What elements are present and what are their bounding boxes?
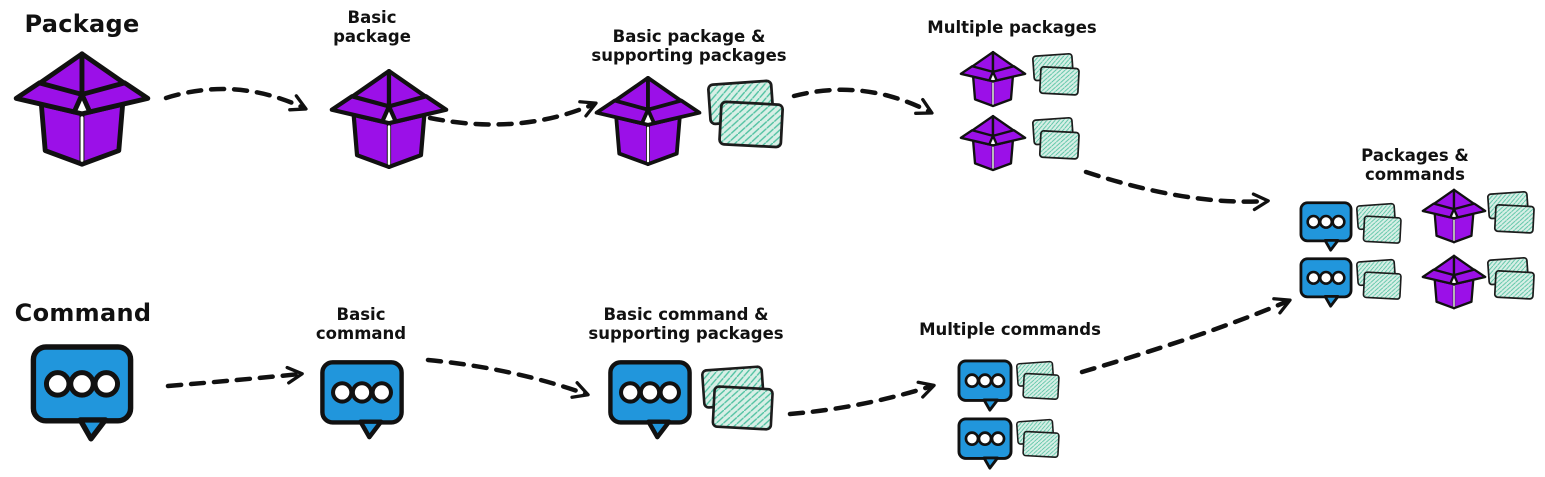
supporting-packages-icon	[1355, 202, 1402, 245]
command-speech-bubble-icon	[33, 347, 130, 439]
open-box-icon	[1421, 254, 1487, 310]
supporting-packages-icon	[706, 79, 785, 149]
basic-command-speech-bubble-icon	[322, 362, 401, 437]
basic-package-supporting-label: Basic package & supporting packages	[591, 27, 787, 65]
speech-bubble-icon	[1299, 201, 1353, 252]
arrow-supporting-to-multiple-commands	[787, 380, 936, 417]
supporting-packages-icon	[1355, 258, 1402, 301]
open-box-icon	[1421, 188, 1487, 244]
supporting-packages-icon	[1031, 52, 1081, 96]
basic-command-supporting-label: Basic command & supporting packages	[588, 305, 784, 343]
speech-bubble-icon	[957, 359, 1013, 412]
package-track-title: Package	[24, 10, 140, 38]
packages-and-commands-label: Packages & commands	[1361, 146, 1469, 184]
multiple-packages-label: Multiple packages	[927, 18, 1097, 37]
speech-bubble-icon	[957, 417, 1013, 470]
basic-package-label: Basic package	[333, 8, 411, 46]
basic-command-supporting-group	[610, 362, 775, 437]
arrow-command-to-basic-command	[165, 365, 304, 389]
speech-bubble-icon	[610, 362, 689, 437]
supporting-packages-icon	[1015, 418, 1060, 459]
multiple-commands-label: Multiple commands	[919, 320, 1101, 339]
packages-and-commands-group	[1299, 188, 1536, 310]
basic-command-label: Basic command	[315, 305, 407, 343]
arrow-basic-command-to-supporting	[425, 357, 590, 399]
open-box-icon	[597, 78, 700, 164]
supporting-packages-icon	[1015, 360, 1060, 401]
arrow-package-to-basic-package	[163, 86, 308, 112]
command-track-title: Command	[14, 299, 152, 327]
supporting-packages-icon	[1486, 190, 1536, 234]
supporting-packages-icon	[1031, 116, 1081, 160]
arrow-multiple-packages-to-merge	[1083, 169, 1270, 212]
arrow-supporting-to-multiple-packages	[791, 87, 934, 115]
supporting-packages-icon	[700, 365, 775, 431]
multiple-packages-group	[959, 50, 1081, 172]
speech-bubble-icon	[1299, 257, 1353, 308]
multiple-commands-group	[957, 359, 1060, 470]
open-box-icon	[959, 50, 1027, 108]
basic-package-supporting-group	[597, 78, 785, 164]
open-box-icon	[959, 114, 1027, 172]
supporting-packages-icon	[1486, 256, 1536, 300]
arrow-basic-package-to-supporting	[427, 100, 598, 127]
arrow-multiple-commands-to-merge	[1079, 297, 1292, 375]
package-open-box-icon	[16, 54, 148, 164]
